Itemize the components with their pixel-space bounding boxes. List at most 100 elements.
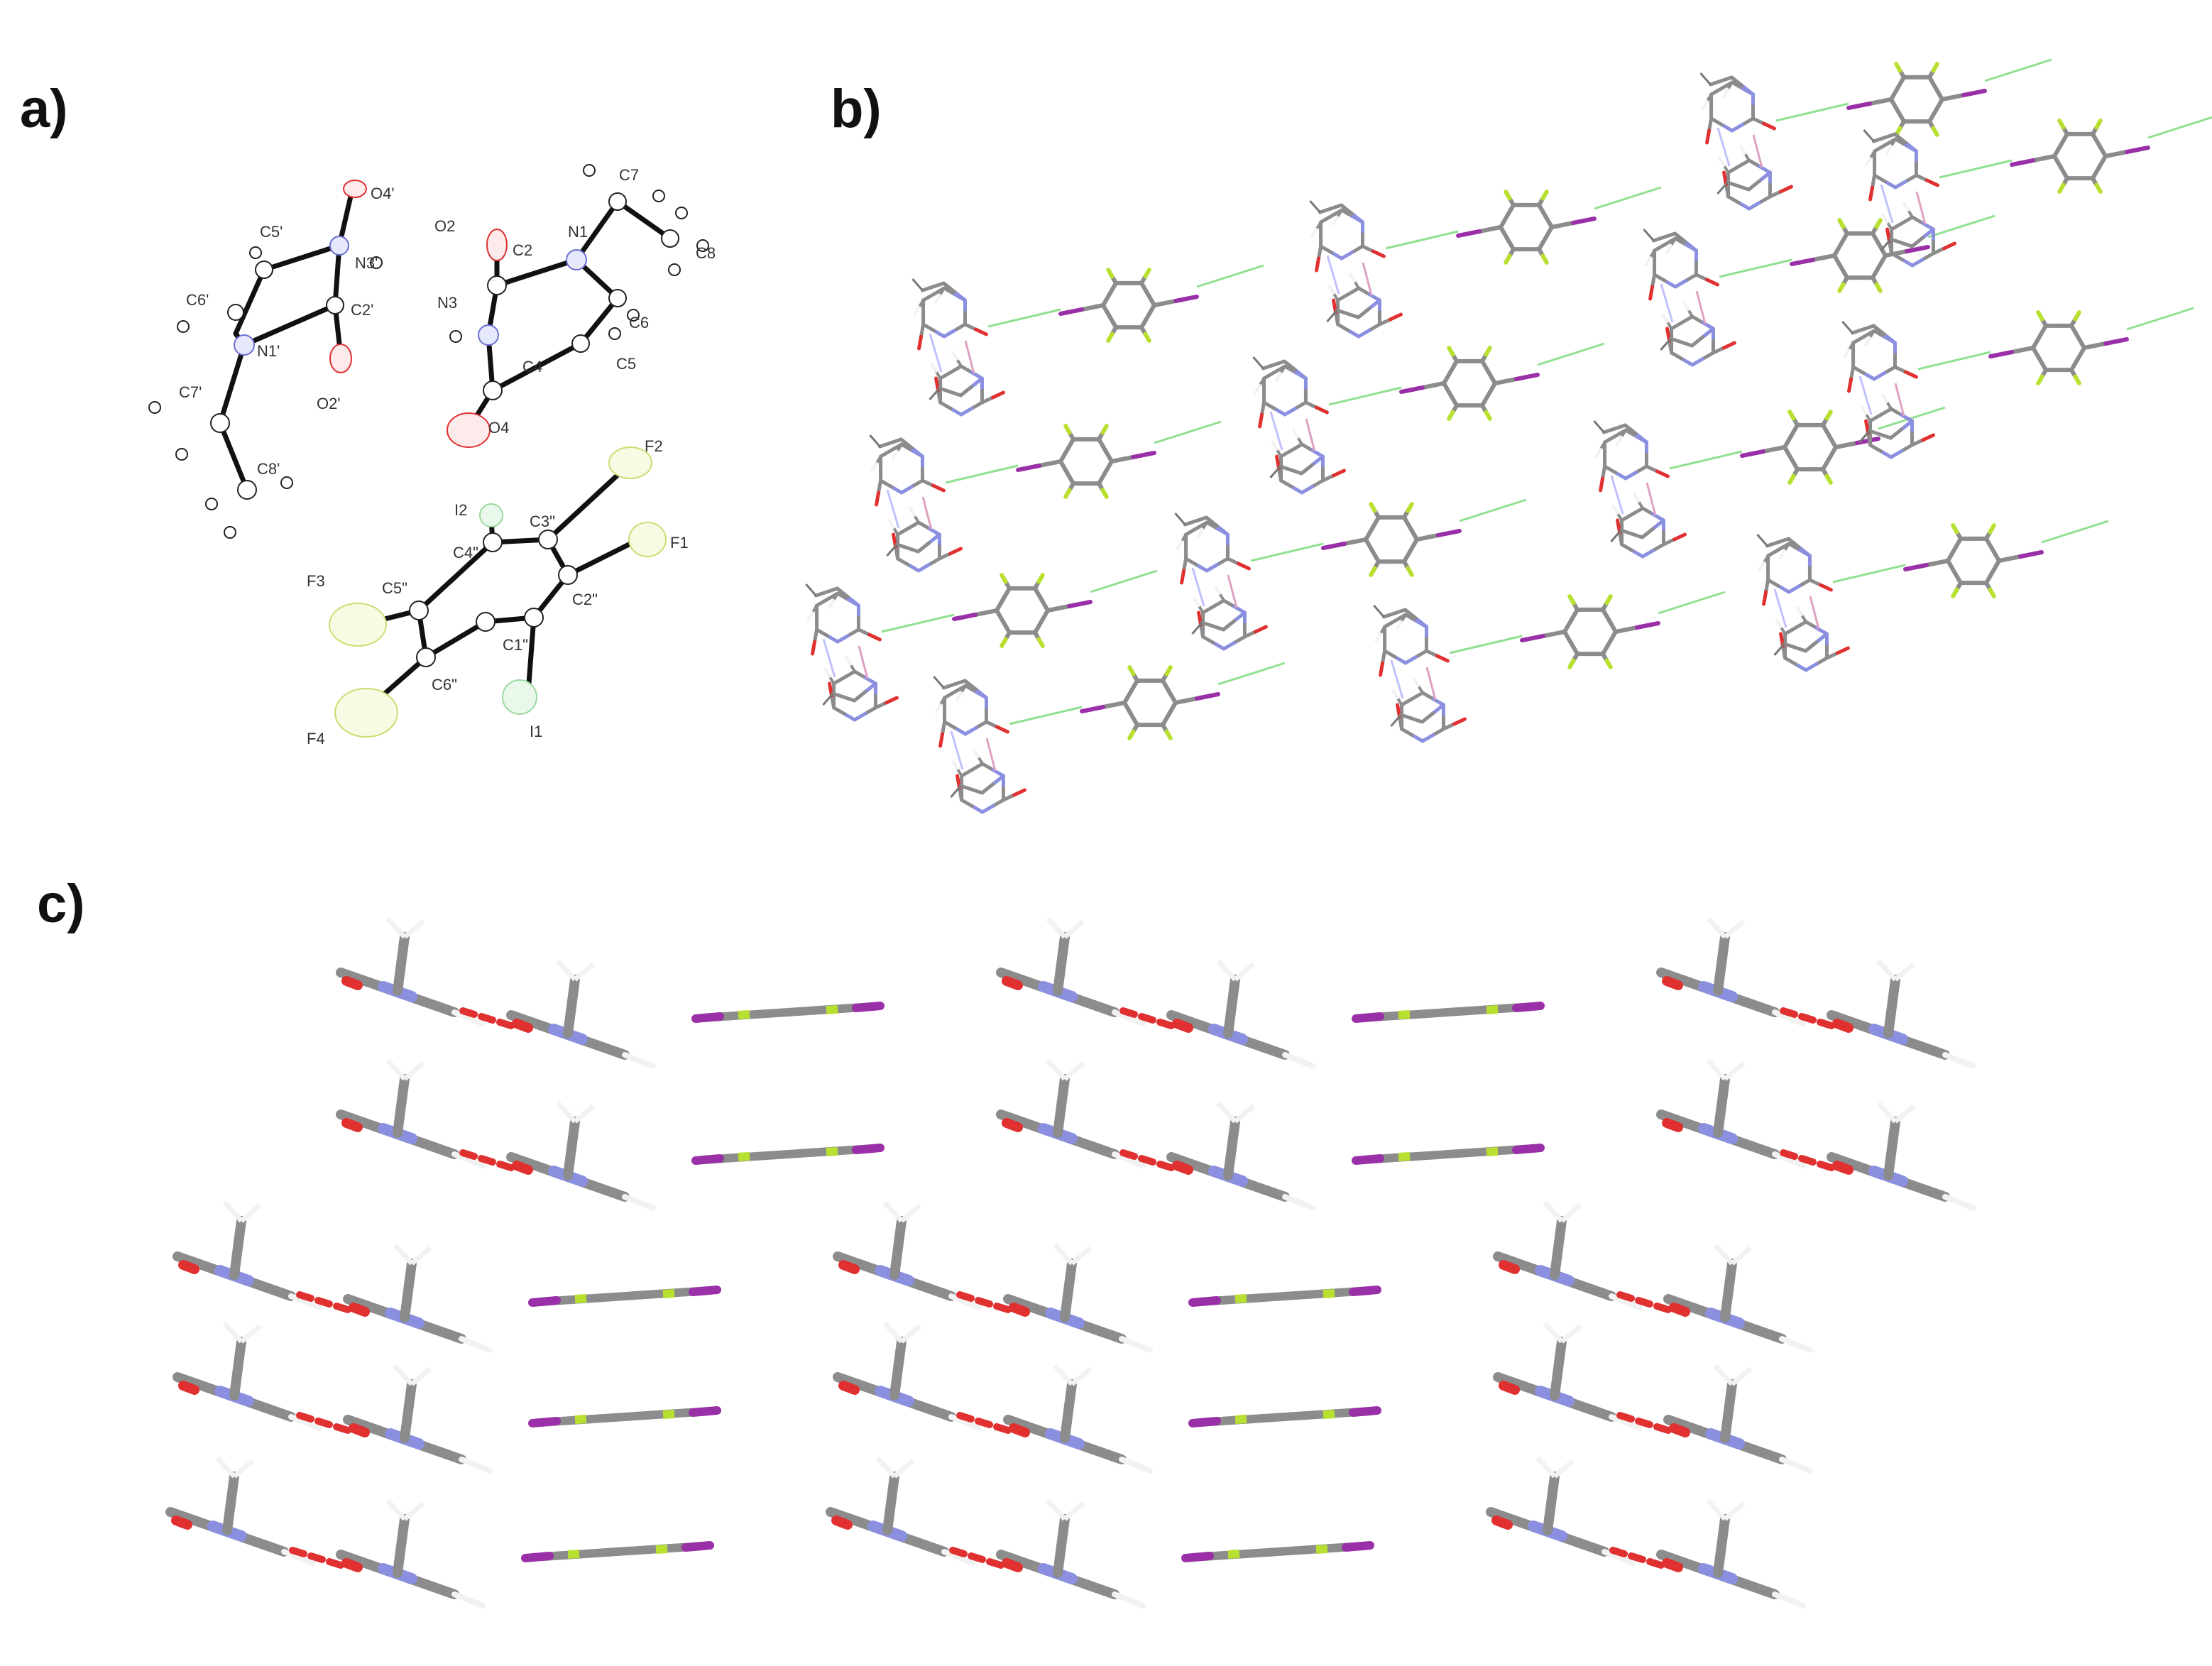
bond bbox=[1890, 251, 1904, 261]
hydrogen bbox=[1772, 1151, 1806, 1168]
bond bbox=[920, 478, 935, 488]
hydrogen-bond bbox=[1610, 530, 1622, 542]
bond bbox=[815, 598, 829, 608]
fluorine-site bbox=[1398, 1010, 1411, 1019]
oxygen-site bbox=[1669, 1303, 1690, 1317]
bond bbox=[1874, 282, 1883, 293]
ring-edge bbox=[1188, 1542, 1367, 1562]
bond bbox=[1320, 473, 1335, 483]
bond bbox=[1222, 641, 1237, 651]
bond bbox=[1883, 249, 1909, 258]
bond bbox=[1345, 312, 1360, 319]
bond bbox=[1403, 655, 1418, 665]
bond bbox=[1624, 428, 1638, 438]
hydrogen-bond bbox=[950, 730, 964, 770]
bond bbox=[980, 782, 995, 795]
bond bbox=[841, 695, 856, 703]
bond bbox=[1736, 158, 1751, 168]
bond bbox=[1665, 244, 1672, 254]
bond bbox=[1672, 231, 1687, 244]
bond bbox=[1726, 194, 1741, 204]
ditfb-edge-view bbox=[1188, 1286, 1381, 1307]
bond bbox=[1182, 557, 1188, 573]
bond bbox=[1883, 180, 1898, 190]
bond bbox=[1346, 329, 1361, 339]
bond bbox=[1420, 711, 1435, 724]
bond bbox=[1804, 620, 1819, 630]
bond bbox=[1254, 384, 1261, 394]
ethyl-group bbox=[393, 1514, 410, 1578]
diiodotetrafluorobenzene-molecule bbox=[1016, 424, 1156, 499]
bond bbox=[1381, 649, 1387, 665]
hydrogen-bond bbox=[1809, 596, 1820, 630]
hydrogen-bond bbox=[1269, 466, 1281, 478]
bond bbox=[1661, 537, 1676, 547]
hbond-dash bbox=[296, 1291, 314, 1302]
diiodotetrafluorobenzene-molecule bbox=[1740, 410, 1880, 485]
ortep-atoms bbox=[148, 164, 709, 738]
ethyluracil-edge-view bbox=[1166, 959, 1316, 1069]
ortep-bonds bbox=[217, 185, 673, 713]
bond bbox=[1682, 301, 1690, 311]
hbond-dash bbox=[1780, 1149, 1798, 1160]
bond bbox=[1258, 412, 1264, 429]
bond bbox=[1765, 540, 1780, 548]
bond bbox=[1383, 619, 1397, 629]
hbond-dash bbox=[1616, 1291, 1635, 1302]
hydrogen bbox=[222, 1200, 243, 1223]
bond bbox=[1882, 132, 1897, 140]
bond bbox=[905, 546, 920, 554]
label-C2p: C2' bbox=[351, 301, 373, 319]
bond bbox=[1824, 410, 1833, 421]
bond bbox=[1349, 212, 1364, 224]
bond bbox=[1766, 548, 1780, 558]
bond bbox=[1899, 419, 1914, 432]
bond bbox=[1705, 128, 1712, 145]
hydrogen-bond-dashes bbox=[1780, 1007, 1835, 1029]
iodine-site bbox=[1342, 1541, 1374, 1552]
bond bbox=[836, 634, 850, 644]
bond bbox=[1775, 618, 1783, 628]
ortep-labels: O4' C5' N3' C6' C2' N1' O2' C7' C8' C7 O… bbox=[179, 166, 716, 747]
hydrogen bbox=[882, 1200, 904, 1223]
bond bbox=[899, 442, 914, 452]
bond bbox=[1215, 524, 1230, 537]
bond bbox=[990, 390, 1005, 400]
bond bbox=[1388, 312, 1403, 322]
halogen-bond bbox=[1537, 342, 1605, 366]
ditfb-edge-view bbox=[691, 1144, 885, 1165]
hydrogen-bond-dashes bbox=[1780, 1149, 1835, 1171]
bond bbox=[1893, 132, 1907, 145]
bond bbox=[1783, 656, 1797, 666]
bond bbox=[1420, 691, 1435, 701]
bond bbox=[896, 527, 910, 537]
bond bbox=[906, 563, 921, 573]
bond bbox=[1616, 436, 1623, 446]
ethyluracil-molecule bbox=[822, 656, 899, 722]
bond bbox=[1063, 488, 1072, 499]
hydrogen-bond bbox=[1756, 534, 1768, 547]
bond bbox=[2094, 119, 2103, 130]
hydrogen bbox=[385, 1498, 407, 1521]
halogen-bond bbox=[1594, 186, 1662, 210]
bond bbox=[1314, 405, 1329, 415]
bond bbox=[958, 385, 973, 398]
ethyluracil-molecule bbox=[1841, 321, 1918, 393]
bond bbox=[1851, 335, 1866, 345]
bond bbox=[1205, 520, 1220, 530]
bond bbox=[1046, 604, 1071, 613]
bond bbox=[1414, 649, 1428, 659]
ethyluracil-molecule bbox=[1699, 72, 1776, 145]
bond bbox=[1766, 578, 1780, 588]
bond bbox=[1210, 624, 1225, 632]
bond bbox=[806, 611, 814, 621]
bond bbox=[1814, 632, 1829, 645]
hydrogen bbox=[1119, 1336, 1153, 1353]
bond bbox=[1127, 665, 1136, 676]
iodine-site bbox=[689, 1406, 721, 1417]
hydrogen-bond bbox=[1699, 72, 1712, 85]
hbond-dash bbox=[993, 1423, 1012, 1434]
ethyl-group bbox=[229, 1337, 246, 1401]
ethyluracil-molecule bbox=[1610, 493, 1687, 559]
bond bbox=[1885, 145, 1893, 155]
